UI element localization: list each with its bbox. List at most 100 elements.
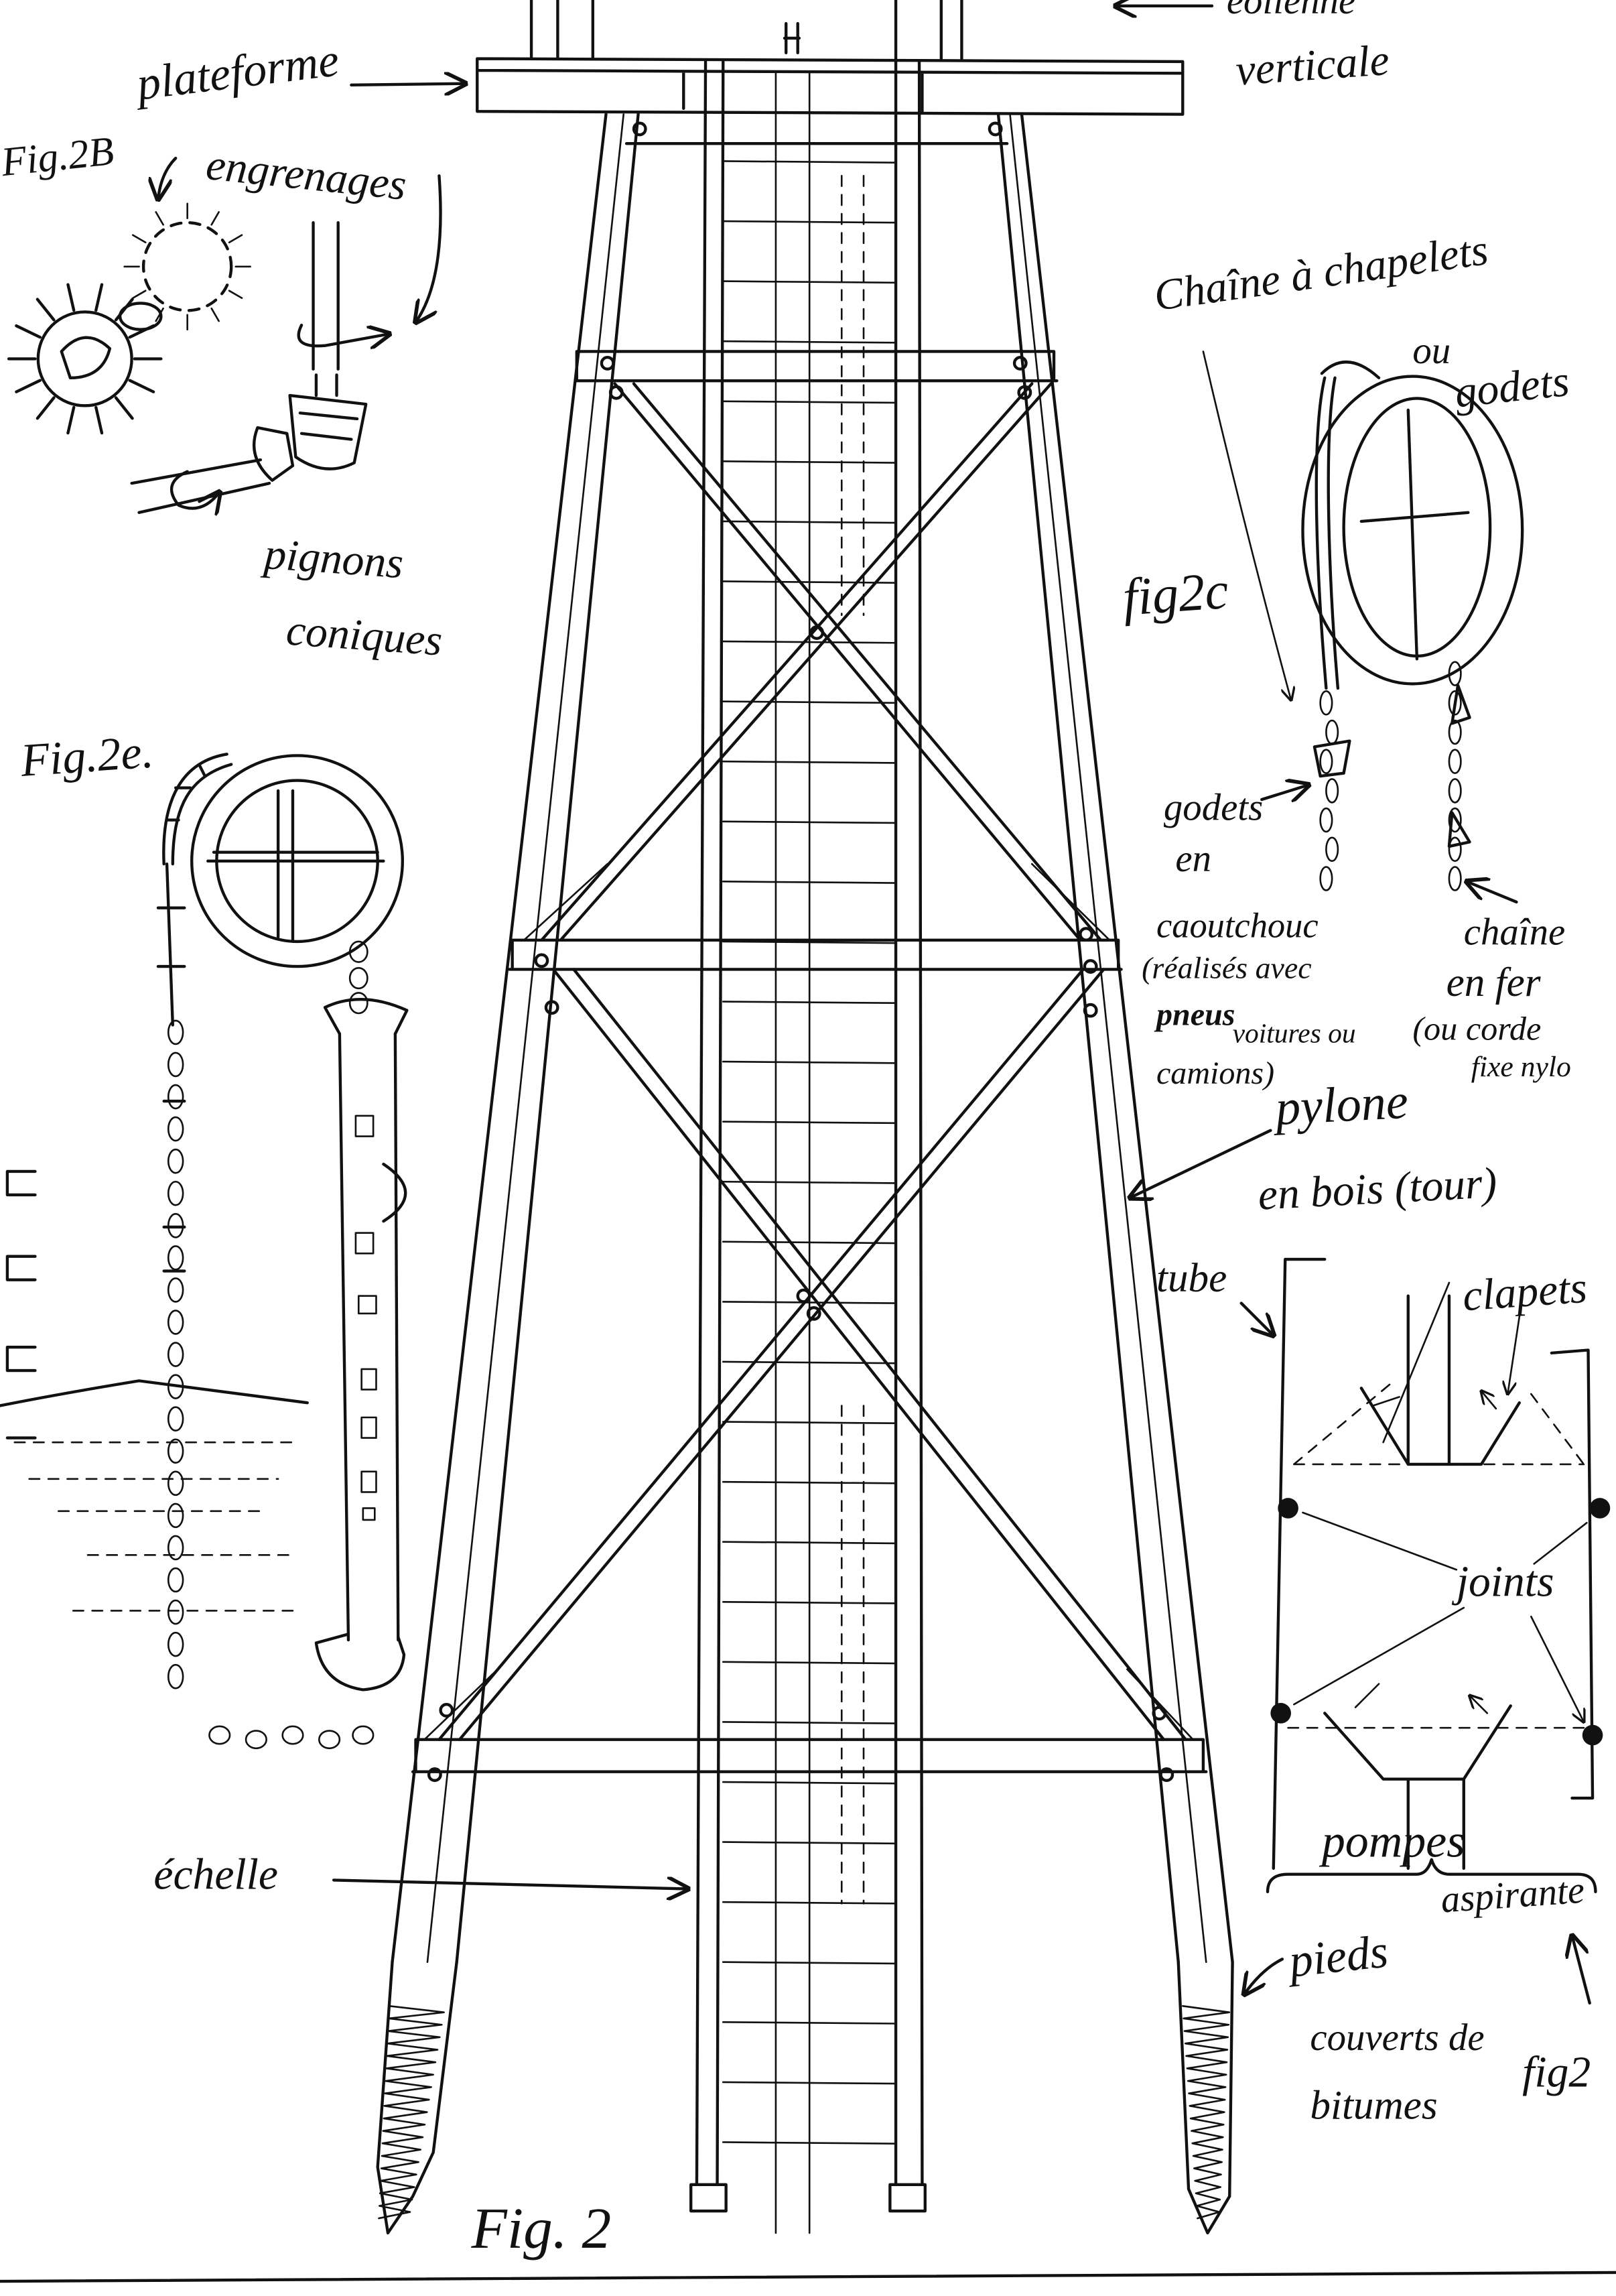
- chain-link: [167, 1503, 184, 1529]
- bucket: [354, 1232, 375, 1255]
- gears-label-arrow: [158, 156, 178, 199]
- wind-turbine-label: eolienne: [1227, 0, 1355, 22]
- buckets-arrow: [1260, 785, 1308, 800]
- suction-pump: [1239, 1257, 1611, 2005]
- lower-valve-arrows: [1354, 1684, 1489, 1714]
- chain-link: [348, 992, 368, 1015]
- pump-figure-title: fig2: [1522, 2048, 1591, 2096]
- chain-link: [167, 1116, 184, 1142]
- chain-link: [1319, 807, 1333, 833]
- crossbar-upper: [575, 350, 1059, 383]
- chain-link: [352, 1725, 375, 1745]
- bolt: [632, 121, 647, 137]
- ladder-rung: [722, 1001, 897, 1005]
- ladder-rung: [722, 1421, 897, 1425]
- bevel-gear: [288, 373, 368, 470]
- ladder-rung: [722, 580, 897, 584]
- feet-arrow: [1244, 1958, 1284, 1994]
- feet-label-line2: couverts de: [1310, 2017, 1484, 2059]
- chain-link: [167, 1535, 184, 1561]
- gear-tooth: [210, 307, 220, 322]
- spur-gear-small: [141, 221, 233, 312]
- chain-link: [167, 1213, 184, 1238]
- chain-over-wheel: [162, 753, 233, 866]
- joint-seal: [1278, 1498, 1298, 1519]
- joints-arrows: [1293, 1511, 1587, 1722]
- chain-link: [348, 966, 368, 990]
- right-leg: [996, 113, 1234, 1964]
- valves-arrows: [1382, 1281, 1524, 1444]
- gear-tooth: [228, 234, 243, 244]
- water-surface: [0, 1379, 309, 1407]
- vertical-rotation-arrow: [297, 323, 389, 346]
- crossbar-middle: [508, 938, 1123, 971]
- bolt: [534, 953, 549, 968]
- chain-link: [1319, 690, 1333, 716]
- left-leg-inner-line: [426, 113, 625, 1964]
- bolt: [1083, 1003, 1098, 1018]
- pump-label-line1: pompes: [1319, 1815, 1465, 1867]
- ladder-right-foot: [888, 2183, 927, 2213]
- joints-label: joints: [1452, 1558, 1554, 1606]
- ladder-rung: [722, 220, 897, 224]
- bottom-chain-links: [208, 1725, 375, 1750]
- bevel-gear-driven: [252, 426, 295, 482]
- bitumen-coating: [378, 2004, 1231, 2220]
- turbine-shaft-coupling: [783, 21, 801, 54]
- gear-tooth: [228, 290, 243, 300]
- chain-link: [167, 1180, 184, 1206]
- bucket: [357, 1295, 377, 1315]
- gear-tooth: [15, 324, 42, 339]
- bolt: [1159, 1767, 1174, 1783]
- depth-markers: [5, 1169, 37, 1440]
- chain-link: [1325, 836, 1339, 863]
- fig-2e-bucket-chain: [0, 753, 409, 1750]
- idler-gear: [118, 302, 163, 331]
- vertical-label: verticale: [1234, 36, 1391, 95]
- rubber-buckets: [1312, 684, 1471, 848]
- buckets-label-line2: en: [1175, 838, 1211, 880]
- right-leg-inner-line: [1009, 113, 1207, 1964]
- pump-figure-arrow: [1572, 1935, 1591, 2005]
- ladder-rung: [722, 820, 897, 824]
- ladder-rung: [722, 760, 897, 764]
- right-chain-links: [1448, 661, 1462, 891]
- ladder-rungs: [722, 160, 897, 2145]
- chain-link: [1448, 836, 1462, 863]
- bolt: [427, 1767, 442, 1783]
- bolt: [1083, 959, 1098, 974]
- chain-link: [1319, 749, 1333, 775]
- gear-tooth: [66, 283, 76, 312]
- chain-link: [1448, 778, 1462, 804]
- turbine-mast-posts: [529, 0, 963, 60]
- right-foot: [1176, 1960, 1234, 2235]
- chain-link: [318, 1730, 341, 1750]
- transmission-arrow: [415, 174, 442, 322]
- chain-link: [1319, 866, 1333, 891]
- chain-link: [167, 1084, 184, 1110]
- ladder-rung: [722, 940, 897, 944]
- ladder-rung: [722, 1541, 897, 1545]
- wheel-spokes: [1359, 408, 1470, 661]
- ladder-rung: [722, 460, 897, 464]
- diagonal-brace-lower-b: [437, 968, 1105, 1741]
- bolt: [1012, 356, 1028, 371]
- ladder-rung: [722, 340, 897, 344]
- feet-label-line3: bitumes: [1310, 2083, 1437, 2128]
- pylon-label-line1: pylone: [1271, 1074, 1410, 1137]
- pipe-top-flare: [323, 998, 409, 1035]
- chain-link: [167, 1051, 184, 1078]
- chain-link: [1448, 690, 1462, 716]
- chain-link: [245, 1730, 267, 1750]
- gear-tooth: [114, 396, 134, 420]
- fig-2b-gears: [7, 156, 442, 513]
- pipe-bottom: [314, 1633, 406, 1692]
- chain-link: [1325, 778, 1339, 804]
- bolt: [1079, 927, 1094, 942]
- left-foot-bitumen: [378, 2004, 445, 2220]
- gear-tooth: [128, 379, 155, 393]
- bucket: [360, 1368, 377, 1391]
- ladder-rung: [722, 1121, 897, 1125]
- bucket: [362, 1507, 376, 1521]
